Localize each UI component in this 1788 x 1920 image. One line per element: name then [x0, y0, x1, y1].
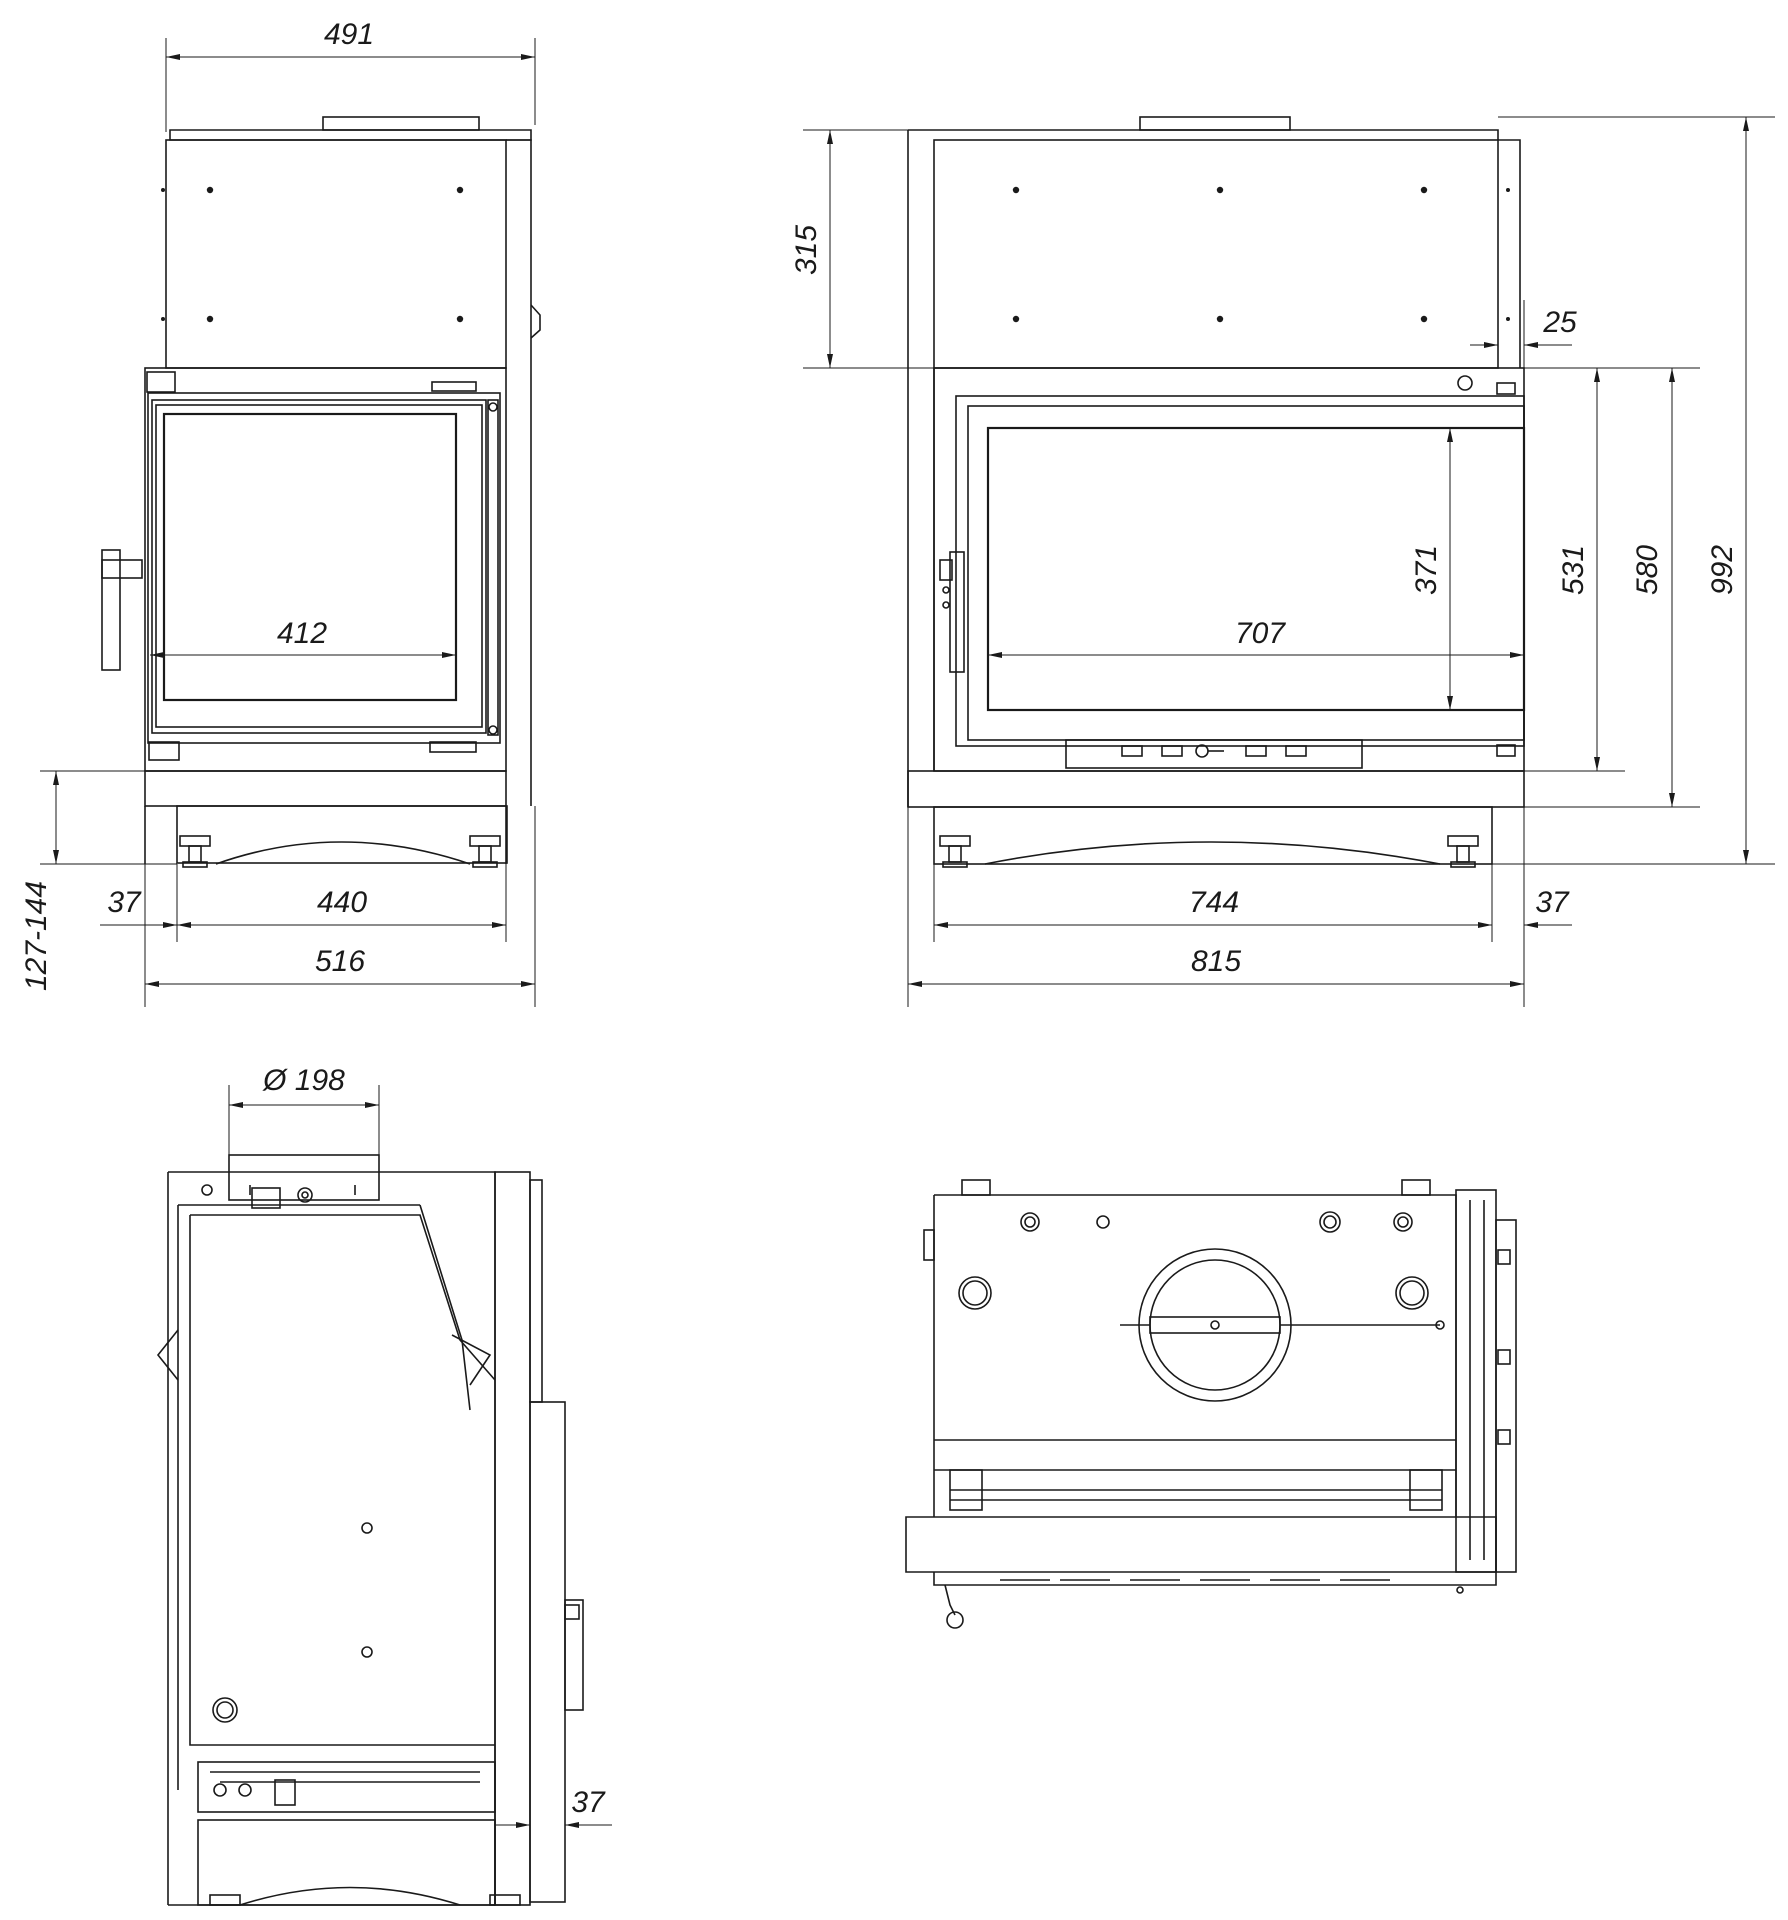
front-dim-leg-span: 440: [317, 886, 367, 919]
section-view: Ø 198 37: [156, 1064, 612, 1906]
side-dim-leg-span: 744: [1189, 886, 1239, 919]
front-view: 491 412 37 440 516 127-144: [20, 18, 541, 1007]
side-dim-leg-offset: 37: [1535, 886, 1570, 919]
side-dim-body-height: 580: [1631, 545, 1664, 595]
top-view: [905, 1179, 1517, 1629]
side-dim-base-width: 815: [1191, 945, 1241, 978]
front-dim-glass-width: 412: [277, 617, 327, 650]
front-dim-total-width: 491: [324, 18, 374, 51]
side-dim-total-height: 992: [1706, 545, 1739, 595]
side-dim-frame-offset: 25: [1542, 306, 1577, 339]
side-view: 315 25 371 707 531 580 992 744 37 815: [790, 116, 1775, 1007]
front-dim-base-width: 516: [315, 945, 365, 978]
side-dim-glass-width: 707: [1235, 617, 1286, 650]
section-dim-flue-diameter: Ø 198: [262, 1064, 345, 1097]
side-dim-door-height: 531: [1557, 545, 1590, 595]
side-dim-glass-height: 371: [1410, 545, 1443, 595]
front-dim-leg-height: 127-144: [20, 881, 53, 991]
section-dim-frame-offset: 37: [571, 1786, 606, 1819]
side-dim-hood-height: 315: [790, 225, 823, 275]
front-dim-leg-offset: 37: [107, 886, 142, 919]
